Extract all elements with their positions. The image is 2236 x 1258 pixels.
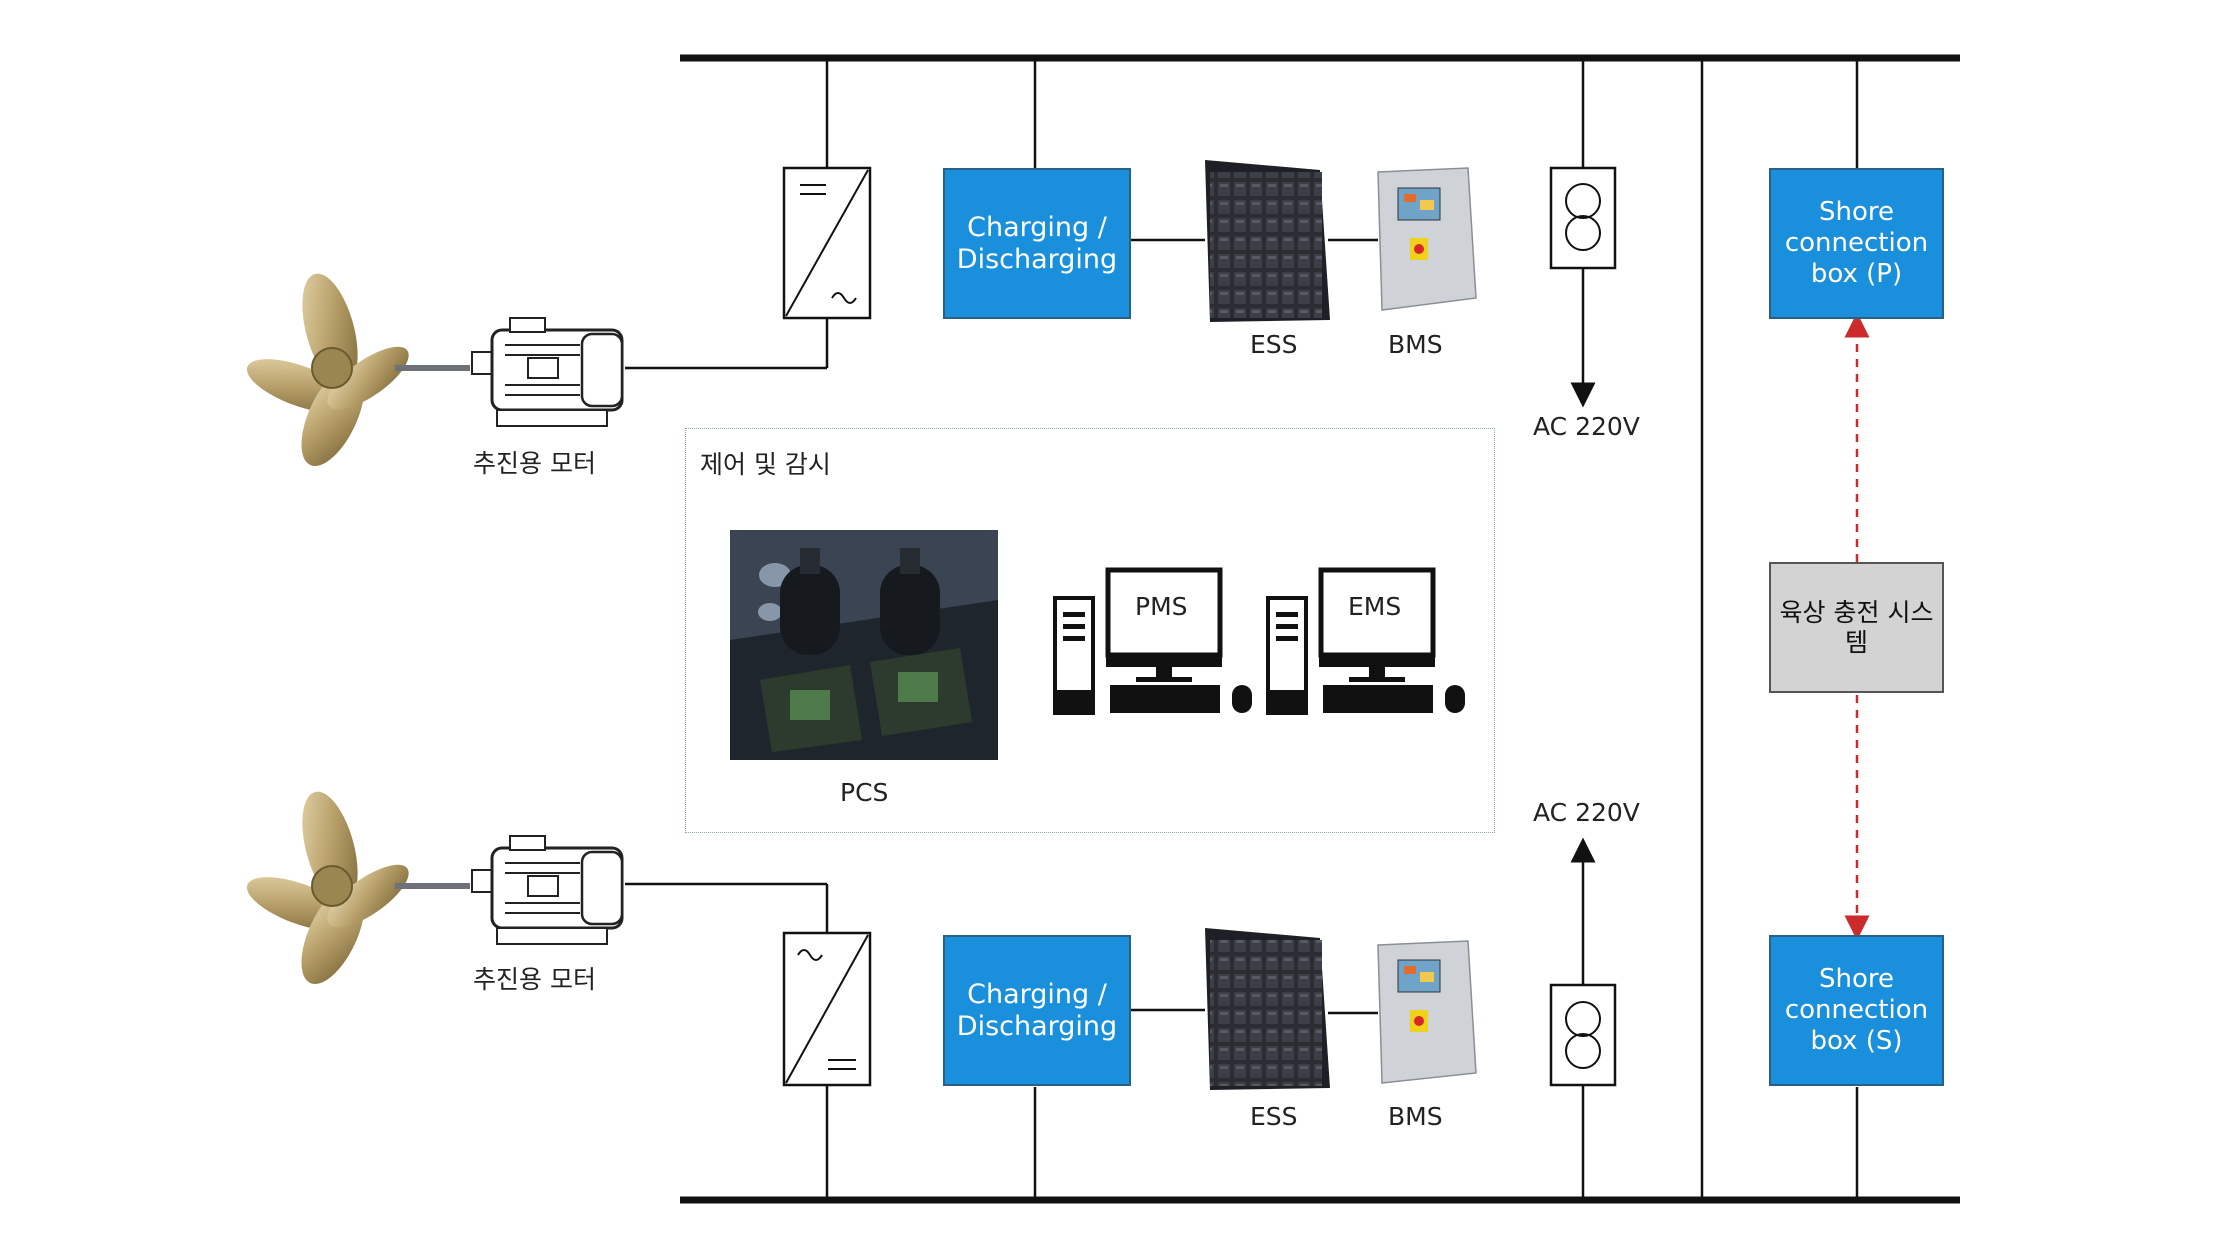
ess-rack-bottom-icon: [1205, 928, 1330, 1090]
shore-connection-box-s-label: Shore connection box (S): [1784, 964, 1929, 1056]
converter-top: [782, 166, 872, 320]
ess-bottom-label: ESS: [1250, 1102, 1298, 1131]
pcs-console-icon: [730, 530, 998, 760]
motor-top-icon: [471, 317, 624, 427]
charging-discharging-top-block: Charging / Discharging: [943, 168, 1131, 319]
ess-rack-top-icon: [1205, 160, 1330, 322]
bottom-branch-wiring: [625, 837, 1859, 1200]
control-monitoring-title: 제어 및 감시: [700, 450, 831, 479]
pcs-label: PCS: [840, 778, 889, 807]
shore-connection-box-s: Shore connection box (S): [1769, 935, 1944, 1086]
bms-bottom-label: BMS: [1388, 1102, 1443, 1131]
ems-label: EMS: [1348, 592, 1402, 621]
pms-workstation-icon: [1053, 567, 1252, 715]
pms-label: PMS: [1135, 592, 1188, 621]
charging-discharging-top-label: Charging / Discharging: [956, 211, 1118, 275]
control-monitoring-panel: [685, 428, 1495, 833]
bms-cabinet-top-icon: [1377, 167, 1477, 311]
transformer-bottom-icon: [1549, 983, 1617, 1087]
ems-workstation-icon: [1266, 567, 1465, 715]
land-charging-system-label: 육상 충전 시스템: [1779, 598, 1934, 657]
shore-connection-box-p-label: Shore connection box (P): [1784, 197, 1929, 289]
ess-top-label: ESS: [1250, 330, 1298, 359]
motor-bottom-icon: [471, 835, 624, 945]
top-branch-wiring: [625, 58, 1859, 408]
shore-connection-box-p: Shore connection box (P): [1769, 168, 1944, 319]
bms-top-label: BMS: [1388, 330, 1443, 359]
propulsion-motor-bottom-label: 추진용 모터: [473, 965, 596, 994]
ac-220v-bottom-label: AC 220V: [1533, 798, 1640, 827]
propeller-top-icon: [246, 273, 409, 466]
bms-cabinet-bottom-icon: [1377, 940, 1477, 1084]
converter-bottom: [782, 931, 872, 1087]
charging-discharging-bottom-block: Charging / Discharging: [943, 935, 1131, 1086]
ac-220v-top-label: AC 220V: [1533, 412, 1640, 441]
land-charging-system-block: 육상 충전 시스템: [1769, 562, 1944, 693]
propulsion-motor-top-label: 추진용 모터: [473, 449, 596, 478]
propeller-bottom-icon: [246, 791, 409, 984]
transformer-top-icon: [1549, 166, 1617, 270]
charging-discharging-bottom-label: Charging / Discharging: [956, 978, 1118, 1042]
